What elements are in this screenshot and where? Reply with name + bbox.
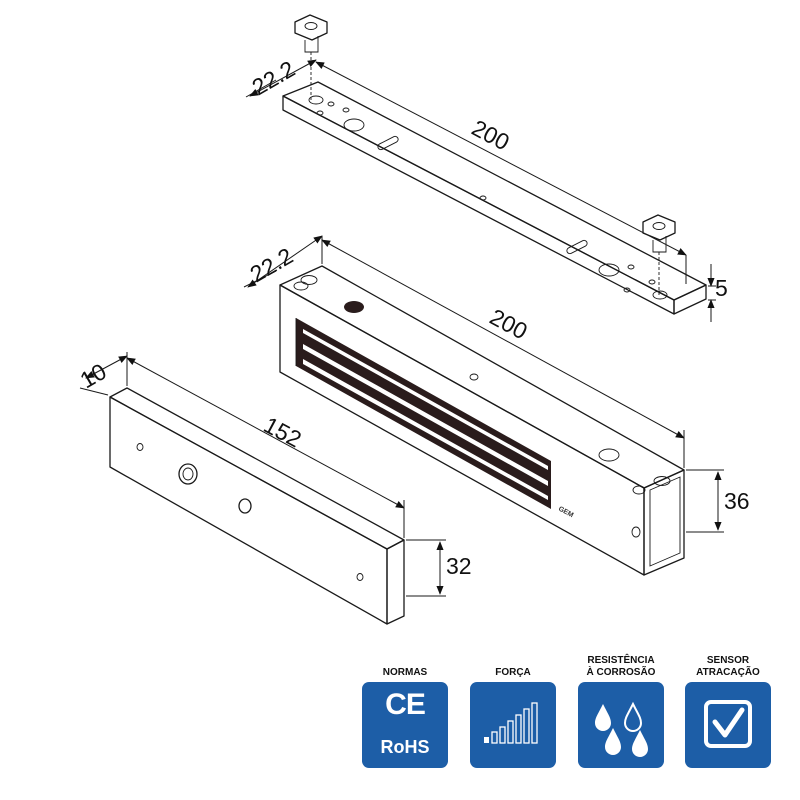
badge-label-sensor: SENSOR ATRACAÇÃO xyxy=(696,655,760,678)
technical-drawing: 22.2 200 5 GE xyxy=(76,14,750,625)
bracket-height-label: 32 xyxy=(446,553,472,579)
corrosion-badge xyxy=(578,682,664,768)
badge-label-normas: NORMAS xyxy=(382,667,428,678)
rohs-mark: RoHS xyxy=(380,737,430,757)
plate-length-label: 200 xyxy=(468,114,514,155)
bracket-length-label: 152 xyxy=(260,411,306,452)
screw-icon xyxy=(294,14,328,100)
badge-label-forca: FORÇA xyxy=(495,667,531,678)
signal-bars-icon xyxy=(484,702,538,744)
magnet-height-label: 36 xyxy=(724,488,750,514)
ce-mark: CE xyxy=(385,688,426,721)
brand-mark: GEM xyxy=(557,506,575,520)
sensor-badge xyxy=(685,682,771,768)
checkbox-icon xyxy=(704,700,752,748)
armature-plate: 22.2 200 5 xyxy=(245,14,728,322)
force-badge xyxy=(470,682,556,768)
badge-label-corrosao: RESISTÊNCIA À CORROSÃO xyxy=(586,655,656,678)
water-drops-icon xyxy=(595,701,648,757)
magnet-length-label: 200 xyxy=(486,303,532,344)
standards-badge: CE RoHS xyxy=(362,682,448,768)
ce-rohs-icon: CE RoHS xyxy=(362,682,448,768)
plate-thickness-label: 5 xyxy=(715,275,728,301)
magnet-body: GEM 22.2 200 36 xyxy=(243,235,750,576)
